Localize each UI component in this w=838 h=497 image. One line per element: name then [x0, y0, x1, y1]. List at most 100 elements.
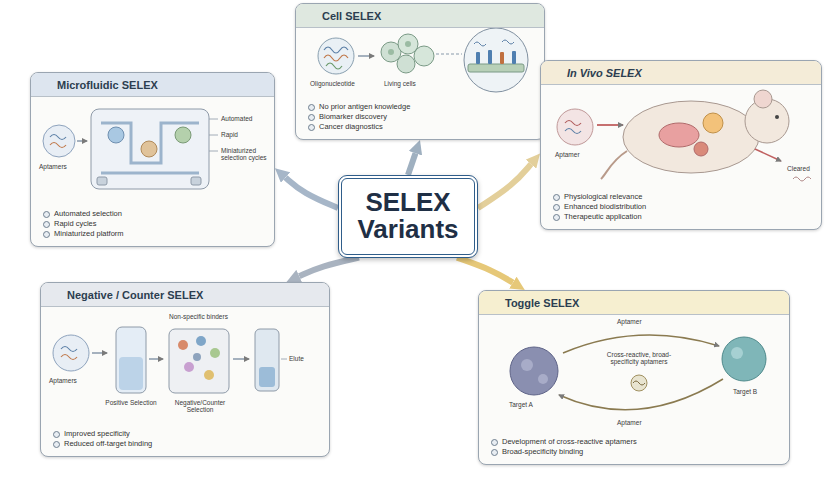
- illustration-part: [149, 359, 163, 360]
- illustration-area: [479, 315, 789, 435]
- illustration-shape: [204, 370, 214, 380]
- illustration-part: [324, 55, 348, 61]
- illustration-part: [488, 50, 492, 64]
- panel-header: Toggle SELEX: [479, 291, 789, 315]
- panel-title: Toggle SELEX: [505, 297, 579, 309]
- illustration-shape: [488, 50, 492, 64]
- illustration-shape: [233, 358, 249, 360]
- illustration-shape: [324, 55, 348, 61]
- illustration-part: [476, 52, 480, 64]
- illustration-shape: [196, 336, 206, 346]
- panel-header: In Vivo SELEX: [541, 61, 821, 85]
- illustration-part: [464, 28, 528, 92]
- illustration-part: [108, 127, 124, 143]
- illustration-part: [633, 381, 645, 385]
- illustration-shape: [101, 172, 199, 175]
- figure-label: Aptamers: [39, 163, 67, 170]
- panel-header: Cell SELEX: [296, 4, 544, 28]
- illustration-part: [61, 347, 77, 352]
- illustration-part: [43, 125, 75, 157]
- panel-header: Negative / Counter SELEX: [41, 283, 329, 307]
- figure-label: Cleared: [787, 165, 810, 172]
- illustration-shape: [464, 28, 528, 92]
- illustration-part: [512, 51, 516, 64]
- illustration-part: [119, 357, 143, 390]
- illustration-part: [184, 362, 194, 372]
- illustration-shape: [631, 375, 647, 391]
- connector-arrow: [285, 178, 338, 209]
- illustration-shape: [318, 38, 354, 74]
- illustration-part: [414, 46, 434, 66]
- illustration-shape: [538, 374, 548, 384]
- figure-label: Target A: [509, 401, 533, 408]
- hub-title: SELEX Variants: [350, 189, 466, 244]
- illustration-shape: [601, 151, 627, 179]
- illustration-shape: [191, 177, 201, 185]
- illustration-part: [722, 337, 766, 381]
- illustration-part: [659, 123, 699, 147]
- illustration-shape: [193, 353, 201, 361]
- illustration-part: [193, 353, 201, 361]
- illustration-shape: [754, 90, 772, 108]
- figure-label: Miniaturized selection cycles: [221, 147, 271, 162]
- illustration-part: [61, 355, 77, 360]
- illustration-part: [97, 177, 107, 185]
- bullet-item: Physiological relevance: [553, 192, 811, 202]
- illustration-shape: [512, 51, 516, 64]
- figure-label: Positive Selection: [105, 399, 157, 406]
- figure-label: Aptamers: [49, 377, 77, 384]
- illustration-part: [397, 55, 415, 73]
- illustration-part: [500, 52, 504, 64]
- illustration-shape: [141, 141, 157, 157]
- illustration-part: [175, 127, 191, 143]
- illustration-shape: [414, 46, 434, 66]
- illustration-shape: [388, 49, 394, 55]
- illustration-shape: [324, 47, 348, 53]
- illustration-shape: [209, 135, 218, 136]
- illustration-shape: [108, 127, 124, 143]
- figure-label: Oligonucleotide: [310, 80, 355, 87]
- illustration-shape: [77, 140, 87, 142]
- illustration-part: [502, 40, 514, 44]
- illustration-part: [326, 63, 342, 69]
- illustration-shape: [659, 123, 699, 147]
- illustration-shape: [502, 40, 514, 44]
- illustration-part: [281, 359, 287, 360]
- illustration-shape: [169, 329, 229, 393]
- illustration-part: [209, 135, 218, 136]
- variant-panel: Negative / Counter SELEX Improved specifi…: [40, 282, 330, 457]
- variant-panel: Cell SELEXNo prior antigen knowledgeBiom…: [295, 3, 545, 140]
- bullet-item: Development of cross-reactive aptamers: [491, 437, 779, 447]
- illustration-part: [255, 329, 279, 391]
- illustration-part: [141, 141, 157, 157]
- illustration-shape: [405, 41, 411, 47]
- bullet-item: Automated selection: [43, 209, 264, 219]
- illustration-part: [77, 141, 87, 142]
- illustration-area: [296, 28, 544, 100]
- illustration-part: [731, 347, 743, 359]
- illustration-shape: [149, 358, 163, 360]
- illustration-shape: [178, 340, 188, 350]
- illustration-part: [50, 135, 66, 140]
- illustration-part: [474, 42, 486, 46]
- illustration-part: [210, 348, 220, 358]
- panel-title: Negative / Counter SELEX: [67, 289, 203, 301]
- bullet-list: Improved specificityReduced off-target b…: [41, 427, 329, 456]
- illustration-shape: [50, 143, 66, 148]
- illustration-shape: [61, 347, 77, 352]
- illustration-shape: [209, 119, 218, 120]
- figure-label: Elute: [289, 355, 304, 362]
- bullet-list: Automated selectionRapid cyclesMiniaturi…: [31, 207, 274, 246]
- illustration-part: [557, 109, 593, 145]
- illustration-part: [209, 119, 218, 120]
- illustration-part: [50, 143, 66, 148]
- variant-panel: Toggle SELEX Development of cross-reactiv…: [478, 290, 790, 465]
- illustration-shape: [259, 367, 275, 387]
- illustration-shape: [53, 335, 89, 371]
- illustration-shape: [209, 151, 218, 152]
- illustration-area: [41, 307, 329, 427]
- illustration-part: [521, 359, 533, 371]
- central-hub: SELEX Variants: [338, 175, 478, 258]
- illustration-part: [116, 327, 146, 393]
- bullet-list: Development of cross-reactive aptamersBr…: [479, 435, 789, 464]
